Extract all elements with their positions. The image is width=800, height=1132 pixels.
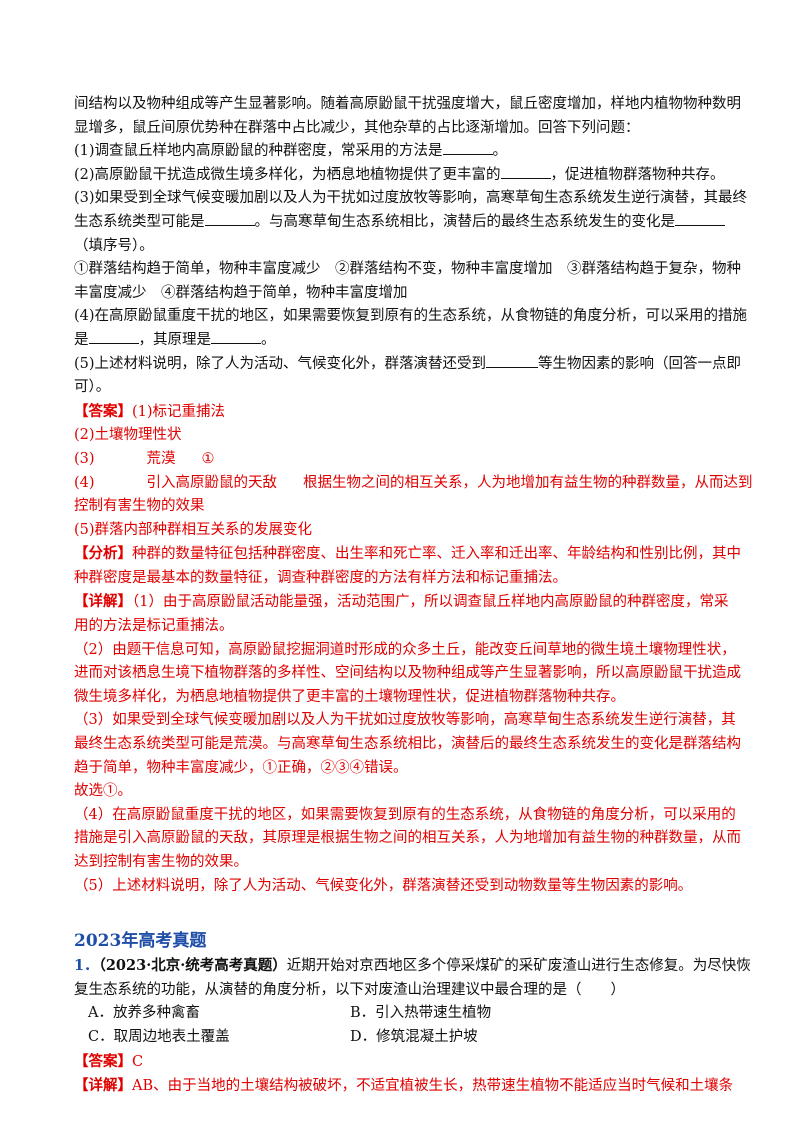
detail-tag: 【详解】: [74, 1077, 132, 1095]
option-c: C．取周边地表土覆盖: [88, 1028, 230, 1045]
detail-line: （5）上述材料说明，除了人为活动、气候变化外，群落演替还受到动物数量等生物因素的…: [74, 877, 693, 894]
question-2: (2)高原鼢鼠干扰造成微生境多样化，为栖息地植物提供了更丰富的，促进植物群落物种…: [74, 164, 730, 188]
detail-line: 达到控制有害生物的效果。: [74, 854, 248, 870]
question-3-cont: 生态系统类型可能是。与高寒草甸生态系统相比，演替后的最终生态系统发生的变化是: [74, 211, 730, 235]
answer-line-4-cont: 控制有害生物的效果: [74, 498, 205, 515]
option-b: B．引入热带速生植物: [350, 1005, 492, 1022]
document-page: 间结构以及物种组成等产生显著影响。随着高原鼢鼠干扰强度增大，鼠丘密度增加，样地内…: [74, 93, 753, 1099]
detail-line: 趋于简单，物种丰富度减少，①正确，②③④错误。: [74, 759, 408, 776]
answer-blank: [211, 329, 261, 344]
detail-line: 措施是引入高原鼢鼠的天敌，其原理是根据生物之间的相互关系，人为地增加有益生物的种…: [74, 830, 741, 847]
question-number: 1．: [74, 957, 99, 975]
option-row: A．放养多种禽畜 B．引入热带速生植物: [74, 1002, 730, 1026]
question-stem: 1．（2023·北京·统考高考真题）近期开始对京西地区多个停采煤矿的采矿废渣山进…: [74, 957, 751, 975]
detail-line: 【详解】（1）由于高原鼢鼠活动能量强，活动范围广，所以调查鼠丘样地内高原鼢鼠的种…: [74, 593, 729, 611]
section-heading: 2023年高考真题: [74, 931, 207, 952]
passage-line: 显增多，鼠丘间原优势种在群落中占比减少，其他杂草的占比逐渐增加。回答下列问题：: [74, 119, 640, 136]
detail-line: 进而对该栖息生境下植物群落的多样性、空间结构以及物种组成等产生显著影响，所以高原…: [74, 665, 741, 682]
answer-blank: [204, 211, 255, 226]
analysis-tag: 【分析】: [74, 545, 132, 563]
question-3-cont: （填序号）。: [74, 237, 154, 254]
answer-line-2: (2)土壤物理性状: [74, 427, 182, 444]
answer-tag: 【答案】: [74, 1052, 132, 1070]
option-row: C．取周边地表土覆盖 D．修筑混凝土护坡: [74, 1026, 730, 1050]
option-d: D．修筑混凝土护坡: [350, 1028, 478, 1045]
answer-tag: 【答案】: [74, 402, 132, 420]
detail-line: （2）由题干信息可知，高原鼢鼠挖掘洞道时形成的众多土丘，能改变丘间草地的微生境土…: [74, 641, 736, 658]
answer-blank: [675, 211, 725, 226]
detail-line: 微生境多样化，为栖息地植物提供了更丰富的土壤物理性状，促进植物群落物种共存。: [74, 688, 625, 705]
question-stem-cont: 复生态系统的功能，从演替的角度分析，以下对废渣山治理建议中最合理的是（ ）: [74, 981, 625, 998]
answer-line-1: 【答案】(1)标记重捕法: [74, 402, 226, 420]
question-4: (4)在高原鼢鼠重度干扰的地区，如果需要恢复到原有的生态系统，从食物链的角度分析…: [74, 308, 748, 325]
detail-tag: 【详解】: [74, 593, 132, 611]
question-3-options: 丰富度减少 ④群落结构趋于简单，物种丰富度增加: [74, 284, 408, 301]
detail-line: 用的方法是标记重捕法。: [74, 618, 234, 635]
detail-line: 最终生态系统类型可能是荒漠。与高寒草甸生态系统相比，演替后的最终生态系统发生的变…: [74, 736, 741, 753]
option-a: A．放养多种禽畜: [88, 1005, 200, 1022]
question-3-options: ①群落结构趋于简单，物种丰富度减少 ②群落结构不变，物种丰富度增加 ③群落结构趋…: [74, 261, 741, 278]
answer-line-4: (4)引入高原鼢鼠的天敌根据生物之间的相互关系，人为地增加有益生物的种群数量，从…: [74, 474, 753, 491]
question-5: (5)上述材料说明，除了人为活动、气候变化外，群落演替还受到等生物因素的影响（回…: [74, 353, 741, 377]
answer-blank: [486, 353, 539, 368]
analysis-line: 种群密度是最基本的数量特征，调查种群密度的方法有样方法和标记重捕法。: [74, 569, 567, 586]
answer-blank: [500, 164, 551, 179]
passage-line: 间结构以及物种组成等产生显著影响。随着高原鼢鼠干扰强度增大，鼠丘密度增加，样地内…: [74, 96, 741, 112]
question-source: （2023·北京·统考高考真题）: [98, 957, 287, 975]
detail-line: 故选①。: [74, 783, 132, 800]
question-5-cont: 可）。: [74, 379, 111, 396]
answer-blank: [88, 329, 139, 344]
answer-line-5: (5)群落内部种群相互关系的发展变化: [74, 521, 313, 538]
analysis-line: 【分析】种群的数量特征包括种群密度、出生率和死亡率、迁入率和迁出率、年龄结构和性…: [74, 545, 741, 563]
question-4-cont: 是，其原理是。: [74, 329, 730, 353]
next-detail: 【详解】AB、由于当地的土壤结构被破坏，不适宜植被生长，热带速生植物不能适应当时…: [74, 1077, 734, 1095]
answer-blank: [442, 140, 493, 156]
detail-line: （4）在高原鼢鼠重度干扰的地区，如果需要恢复到原有的生态系统，从食物链的角度分析…: [74, 806, 736, 823]
detail-line: （3）如果受到全球气候变暖加剧以及人为干扰如过度放牧等影响，高寒草甸生态系统发生…: [74, 712, 736, 729]
next-answer: 【答案】C: [74, 1052, 144, 1070]
question-3: (3)如果受到全球气候变暖加剧以及人为干扰如过度放牧等影响，高寒草甸生态系统发生…: [74, 190, 748, 207]
question-1: (1)调查鼠丘样地内高原鼢鼠的种群密度，常采用的方法是。: [74, 140, 730, 164]
